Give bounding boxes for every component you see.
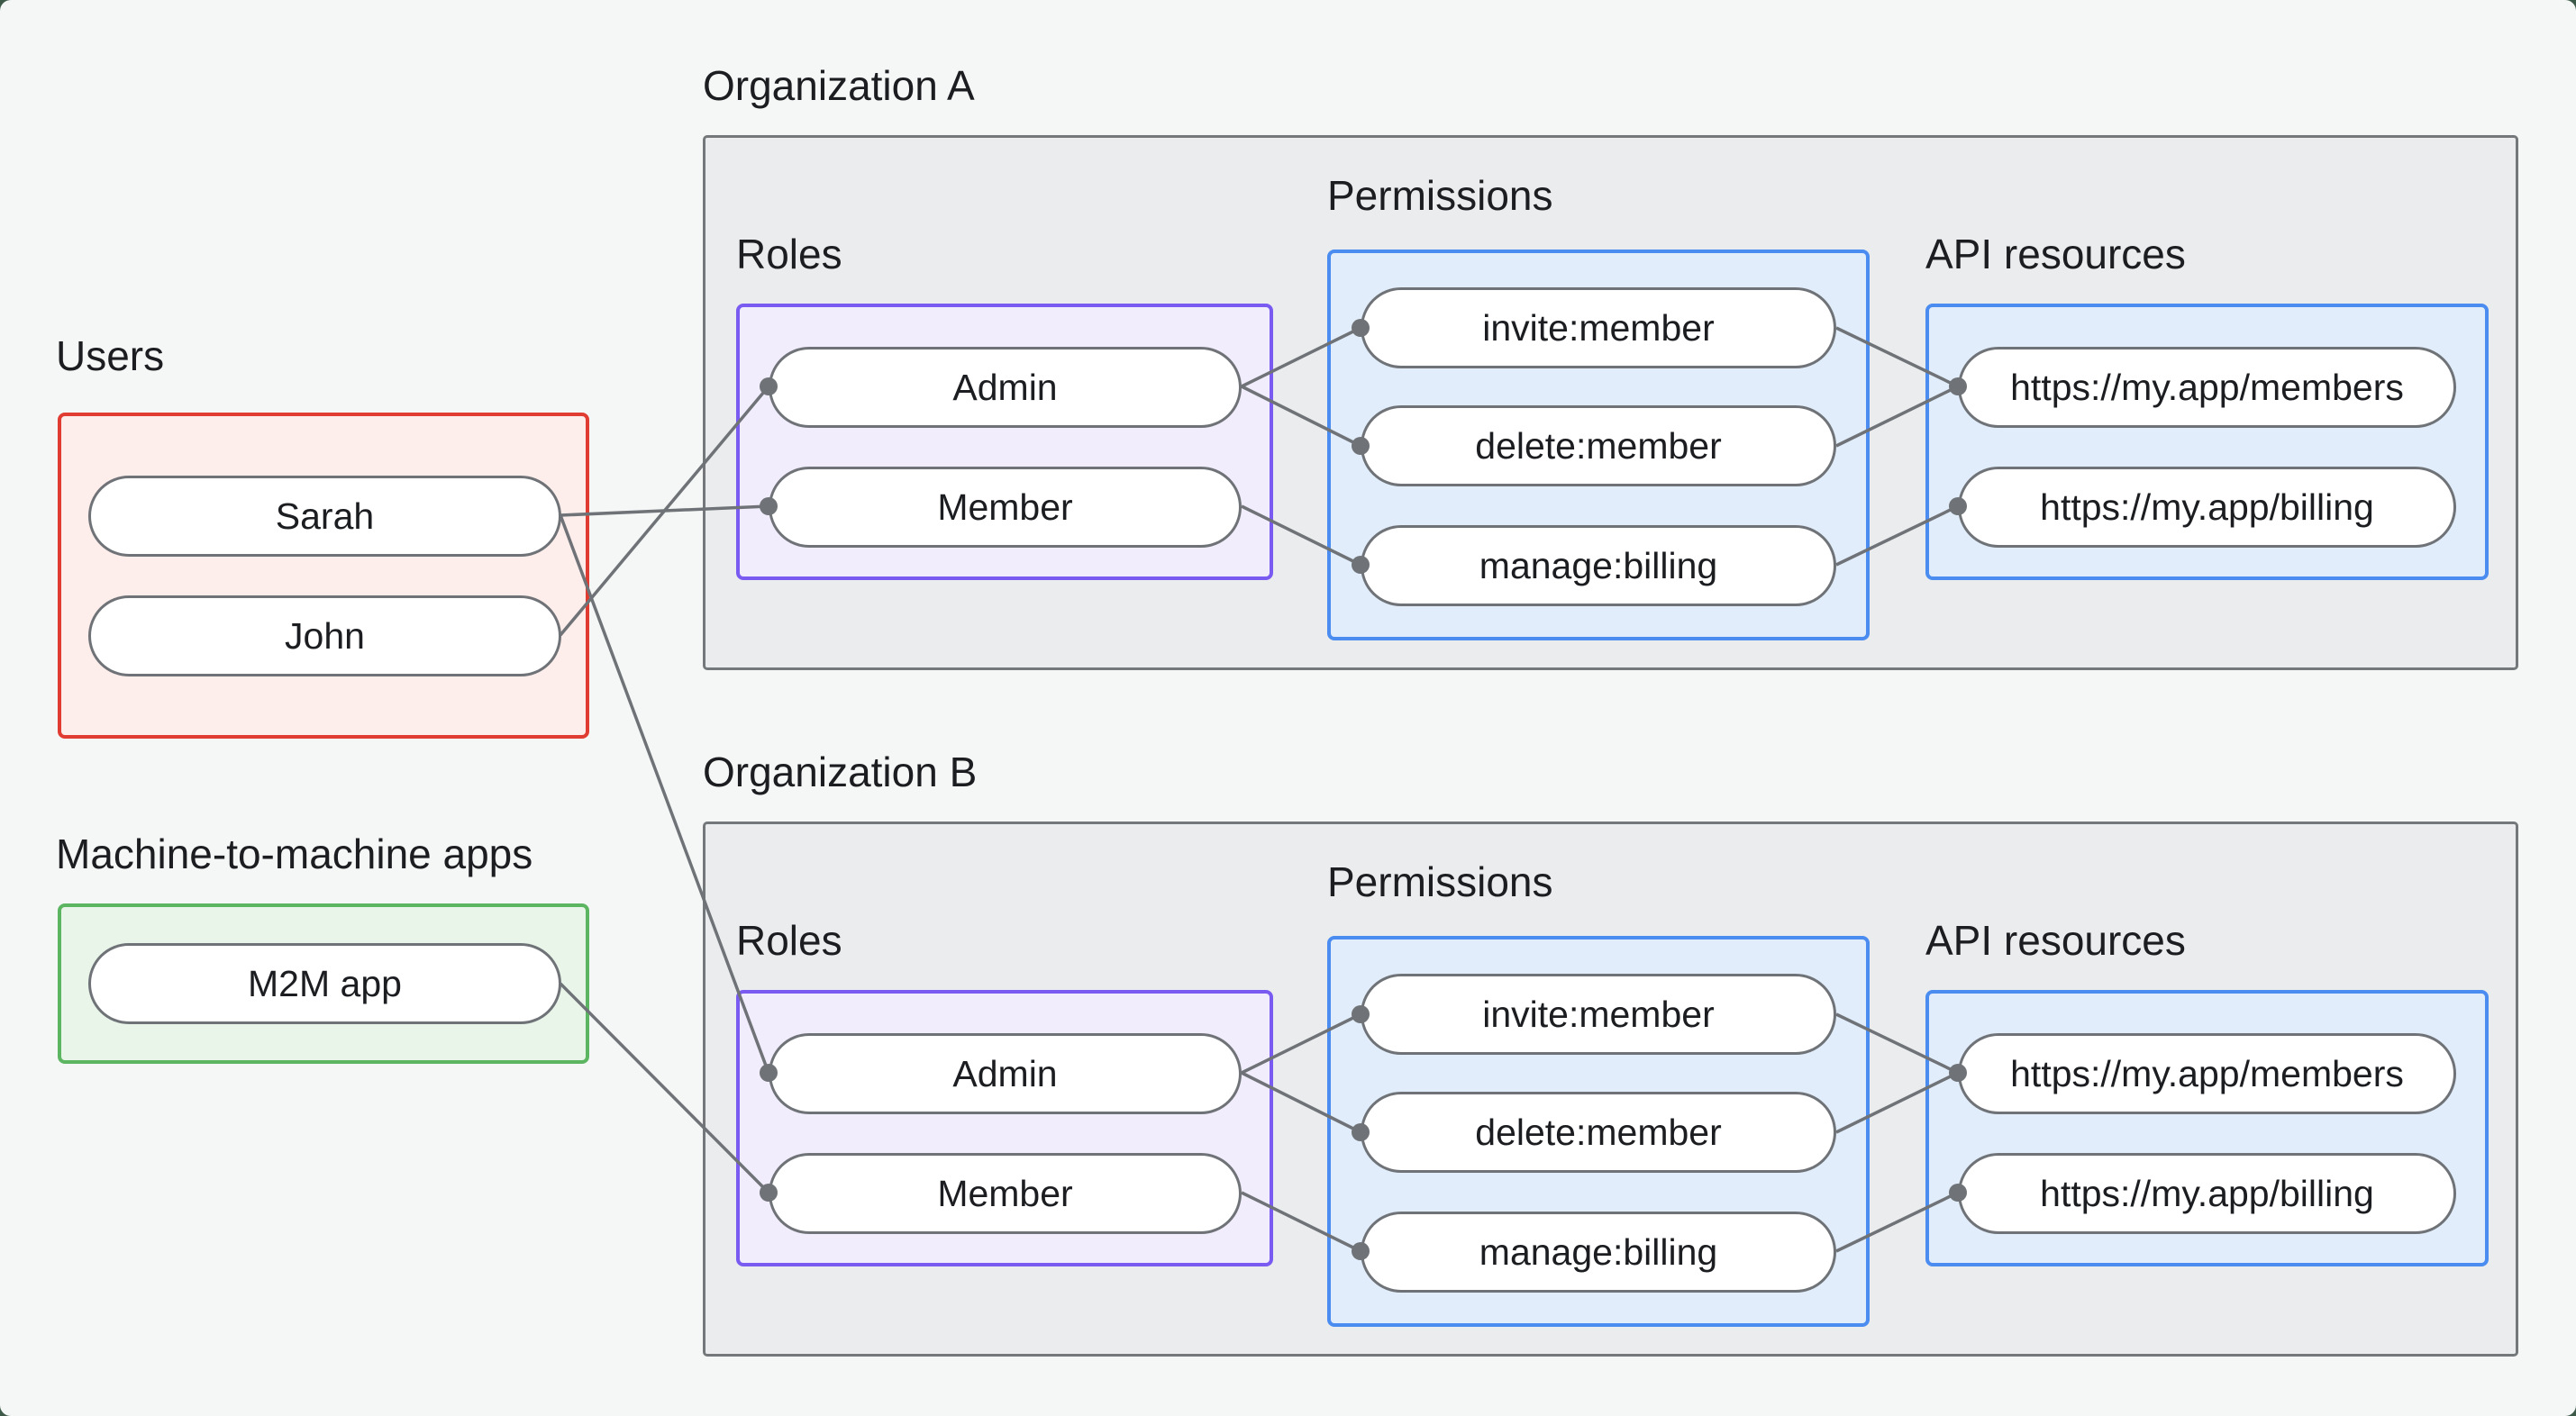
org-a-api-resources-label: API resources	[1925, 231, 2186, 277]
org-a-roles-label: Roles	[736, 231, 842, 277]
node-org-a-manage-label: manage:billing	[1479, 544, 1718, 586]
node-org-a-billing-label: https://my.app/billing	[2040, 486, 2374, 528]
m2m-group-label: Machine-to-machine apps	[56, 831, 533, 877]
node-org-b-manage-label: manage:billing	[1479, 1230, 1718, 1273]
node-sarah: Sarah	[88, 476, 561, 557]
org-b-roles-label: Roles	[736, 917, 842, 964]
org-b-permissions-box: invite:member delete:member manage:billi…	[1327, 936, 1870, 1327]
node-m2m-app: M2M app	[88, 943, 561, 1024]
node-org-a-billing: https://my.app/billing	[1958, 467, 2456, 548]
node-org-a-delete-label: delete:member	[1475, 424, 1722, 467]
node-org-b-admin: Admin	[769, 1033, 1242, 1114]
node-org-b-delete: delete:member	[1361, 1092, 1836, 1173]
org-a-roles-box: Admin Member	[736, 304, 1273, 580]
organization-b: Organization B Roles Admin Member Permis…	[703, 749, 2518, 1357]
users-group-label: Users	[56, 332, 165, 379]
node-org-a-manage: manage:billing	[1361, 525, 1836, 606]
node-org-b-invite-label: invite:member	[1482, 993, 1715, 1035]
organization-b-label: Organization B	[703, 749, 978, 795]
node-org-a-admin: Admin	[769, 347, 1242, 428]
node-org-b-members: https://my.app/members	[1958, 1033, 2456, 1114]
org-b-api-resources-box: https://my.app/members https://my.app/bi…	[1925, 990, 2489, 1266]
node-org-b-member: Member	[769, 1153, 1242, 1234]
org-a-permissions-box: invite:member delete:member manage:billi…	[1327, 250, 1870, 640]
org-a-permissions-label: Permissions	[1327, 172, 1553, 219]
node-org-a-member-label: Member	[937, 486, 1073, 528]
m2m-group-box: M2M app	[58, 903, 589, 1064]
organization-a: Organization A Roles Admin Member Permis…	[703, 63, 2518, 671]
node-org-b-admin-label: Admin	[952, 1052, 1058, 1094]
node-org-a-invite-label: invite:member	[1482, 306, 1715, 349]
org-b-roles-box: Admin Member	[736, 990, 1273, 1266]
node-org-b-member-label: Member	[937, 1172, 1073, 1214]
organization-a-label: Organization A	[703, 62, 975, 109]
node-john: John	[88, 595, 561, 676]
node-org-a-invite: invite:member	[1361, 287, 1836, 368]
node-org-a-members-label: https://my.app/members	[2010, 366, 2404, 408]
node-org-a-admin-label: Admin	[952, 366, 1058, 408]
node-org-b-members-label: https://my.app/members	[2010, 1052, 2404, 1094]
users-group-box: Sarah John	[58, 413, 589, 739]
node-org-b-manage: manage:billing	[1361, 1212, 1836, 1293]
node-m2m-app-label: M2M app	[248, 962, 402, 1004]
node-sarah-label: Sarah	[275, 495, 375, 537]
node-org-b-invite: invite:member	[1361, 974, 1836, 1055]
node-org-b-billing-label: https://my.app/billing	[2040, 1172, 2374, 1214]
node-org-a-delete: delete:member	[1361, 405, 1836, 486]
node-org-b-delete-label: delete:member	[1475, 1111, 1722, 1153]
org-a-api-resources-box: https://my.app/members https://my.app/bi…	[1925, 304, 2489, 580]
node-org-a-member: Member	[769, 467, 1242, 548]
org-b-api-resources-label: API resources	[1925, 917, 2186, 964]
node-john-label: John	[285, 614, 365, 657]
node-org-a-members: https://my.app/members	[1958, 347, 2456, 428]
org-b-permissions-label: Permissions	[1327, 858, 1553, 905]
node-org-b-billing: https://my.app/billing	[1958, 1153, 2456, 1234]
